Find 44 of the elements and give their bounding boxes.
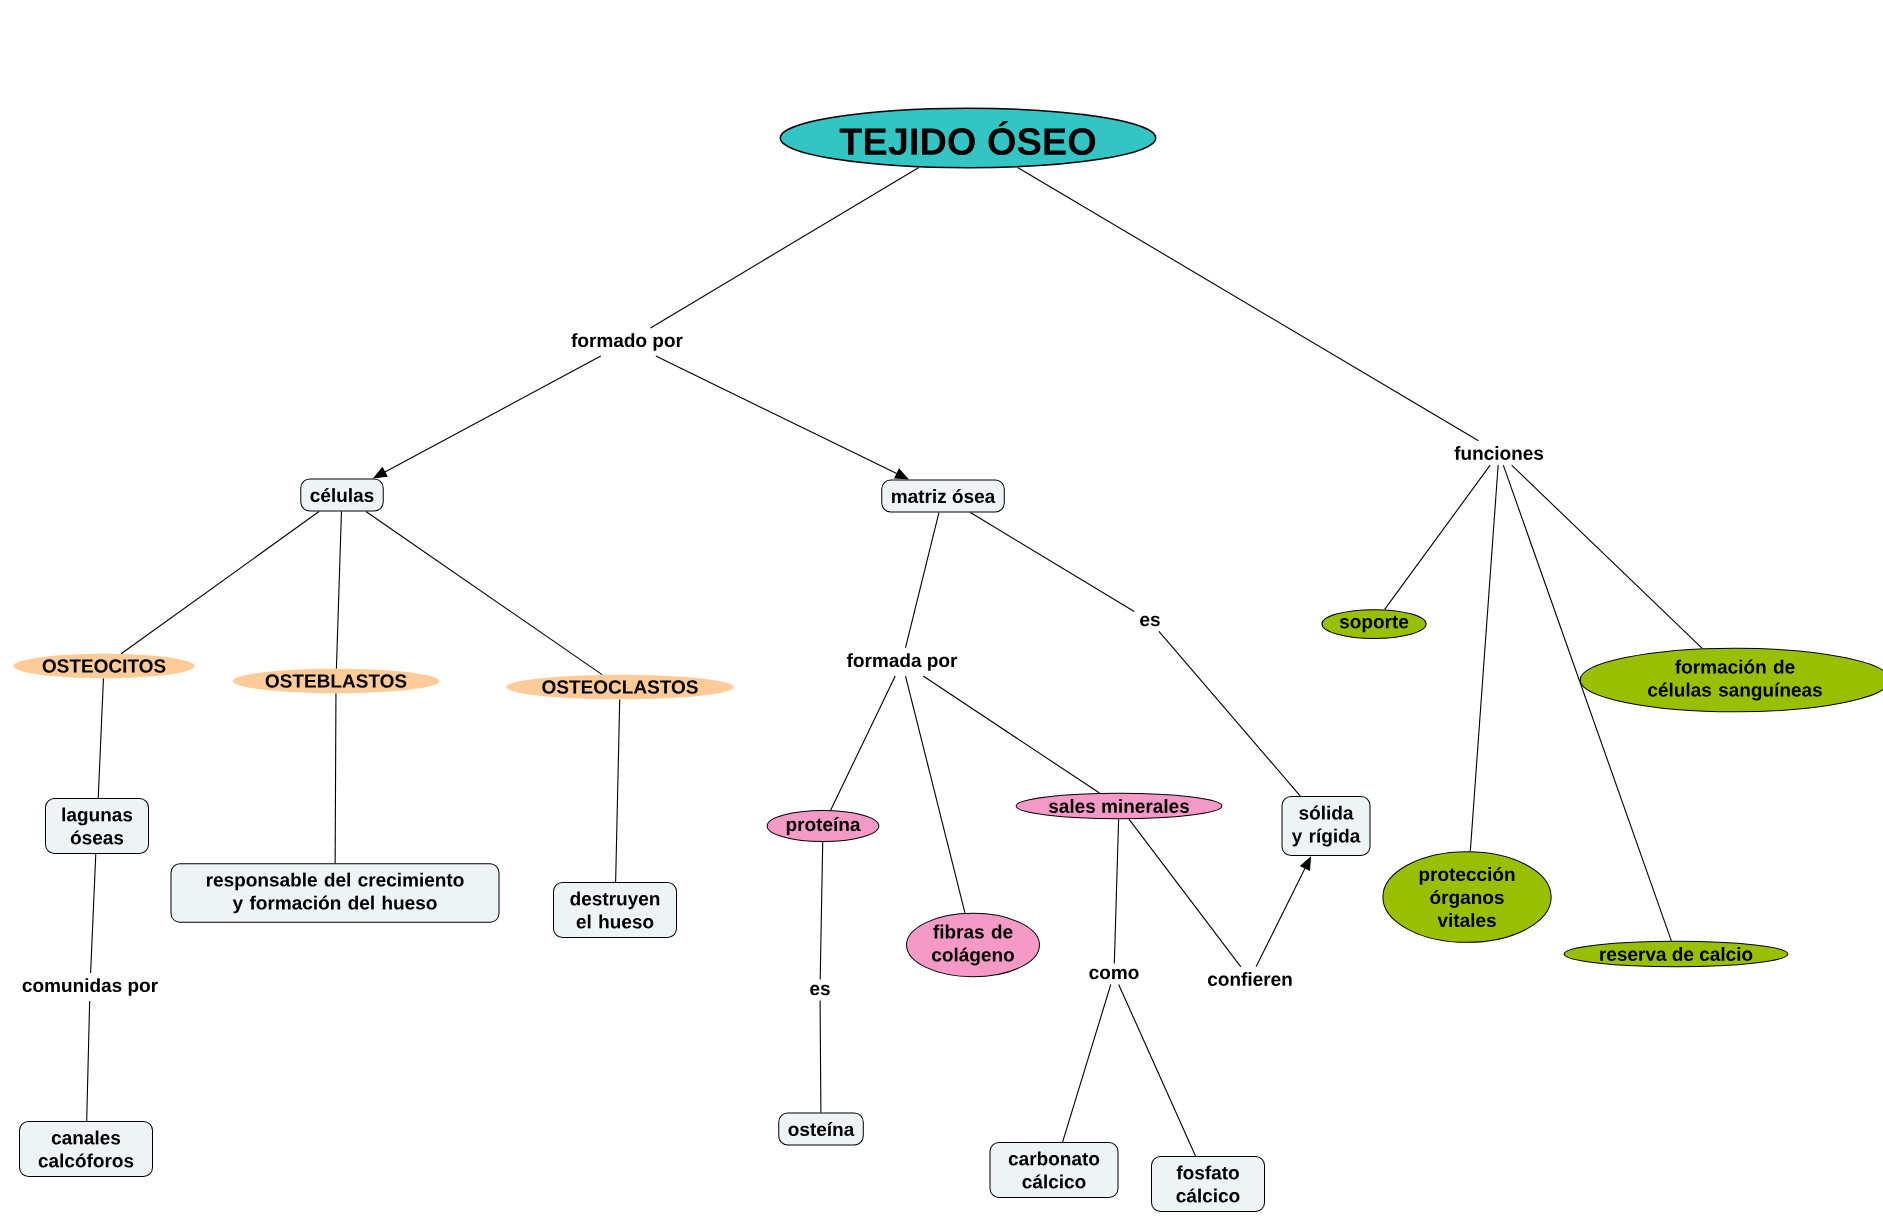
connector-line	[1017, 166, 1480, 442]
linking-phrase: comunidas por	[16, 973, 164, 1001]
concept-box: sólida y rígida	[1281, 796, 1371, 856]
connector-line	[819, 999, 822, 1113]
connector-line	[1511, 464, 1703, 649]
connector-line	[1158, 630, 1301, 797]
connector-line	[365, 511, 603, 676]
connector-line	[922, 675, 1101, 794]
connector-line	[1502, 464, 1672, 942]
connector-line	[1469, 464, 1499, 852]
linking-phrase: formada por	[841, 648, 963, 676]
linking-phrase: es	[804, 979, 836, 1001]
concept-box: matriz ósea	[881, 479, 1005, 513]
connector-line	[86, 1000, 91, 1122]
concept-box: destruyen el hueso	[553, 882, 677, 938]
connector-line	[1062, 983, 1112, 1143]
concept-box: carbonato cálcico	[989, 1142, 1119, 1198]
connector-line	[1128, 818, 1242, 968]
linking-phrase: es	[1134, 610, 1166, 632]
concept-box: lagunas óseas	[45, 798, 149, 854]
connector-line	[334, 693, 337, 864]
linking-phrase: formado por	[566, 328, 688, 356]
connector-line	[819, 841, 824, 981]
connector-line	[904, 512, 940, 649]
connector-line	[335, 511, 343, 669]
connector-line	[97, 678, 104, 799]
linking-phrase: funciones	[1449, 441, 1549, 465]
connector-line	[649, 166, 920, 329]
concept-box: células	[300, 478, 384, 512]
connector-line	[969, 512, 1135, 613]
connector-line	[1113, 818, 1120, 965]
linking-phrase: como	[1083, 963, 1145, 985]
connector-line	[1384, 464, 1491, 610]
connector-line	[615, 699, 621, 883]
concept-box: osteína	[778, 1112, 864, 1146]
concept-box: fosfato cálcico	[1151, 1156, 1265, 1212]
linking-phrase: confieren	[1202, 967, 1298, 991]
connector-line	[905, 675, 966, 914]
connector-line	[1118, 983, 1197, 1157]
concept-box: responsable del crecimiento y formación del hueso	[170, 863, 500, 923]
concept-box: canales calcóforos	[19, 1121, 153, 1177]
connector-line	[830, 675, 896, 811]
connector-line	[120, 511, 320, 655]
connector-line	[90, 853, 97, 974]
